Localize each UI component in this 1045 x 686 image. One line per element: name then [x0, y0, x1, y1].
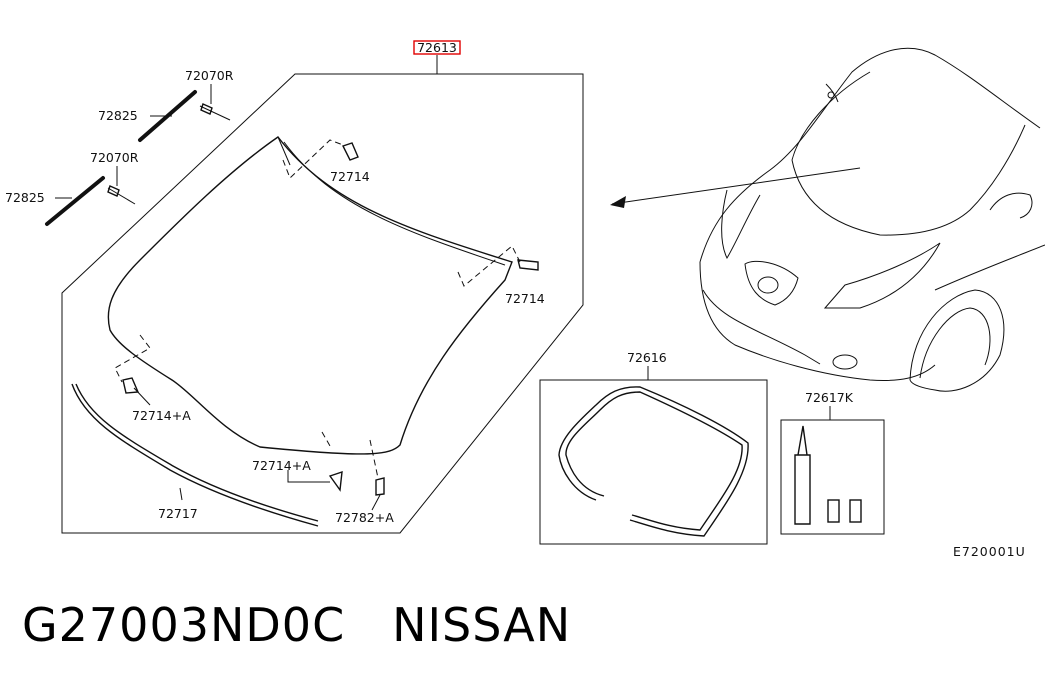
adhesive-kit-box: [780, 419, 885, 535]
stopper-72782-a[interactable]: 72782+A: [335, 439, 394, 525]
spacer-72714-top[interactable]: 72714: [282, 139, 370, 184]
callout-72613-box: [413, 40, 461, 55]
assembly-frame: [61, 73, 584, 534]
callout-72613[interactable]: 72613: [413, 40, 461, 74]
clip-72070r-upper[interactable]: 72070R: [185, 68, 234, 121]
footer-part-info: G27003ND0C NISSAN: [22, 598, 571, 652]
primer-bottle-1: [827, 499, 840, 523]
label-72714-right: 72714: [505, 291, 545, 306]
label-72782-a: 72782+A: [335, 510, 394, 525]
vehicle-front-illustration: [610, 47, 1045, 392]
figure-code: E720001U: [953, 544, 1026, 559]
adhesive-tube: [794, 454, 811, 525]
label-72825-middle: 72825: [5, 190, 45, 205]
spacer-72714-a-bottom[interactable]: 72714+A: [252, 431, 343, 492]
seal-kit-72616[interactable]: 72616: [539, 350, 768, 545]
part-number: G27003ND0C: [22, 598, 346, 652]
spacer-72714-a-left[interactable]: 72714+A: [114, 334, 191, 423]
brand-name: NISSAN: [392, 598, 572, 652]
windshield-glass[interactable]: [107, 136, 513, 455]
label-72714-a-left: 72714+A: [132, 408, 191, 423]
primer-bottle-2: [849, 499, 862, 523]
callout-72613-label: 72613: [417, 40, 457, 55]
label-72617k: 72617K: [805, 390, 854, 405]
adhesive-kit-72617k[interactable]: 72617K: [780, 390, 885, 535]
label-72714-top: 72714: [330, 169, 370, 184]
label-72070r-upper: 72070R: [185, 68, 234, 83]
label-72825-upper: 72825: [98, 108, 138, 123]
holder-72825-upper[interactable]: 72825: [98, 90, 197, 142]
seal-kit-box: [539, 379, 768, 545]
label-72616: 72616: [627, 350, 667, 365]
label-72070r-middle: 72070R: [90, 150, 139, 165]
moulding-72717[interactable]: 72717: [71, 383, 319, 527]
label-72717: 72717: [158, 506, 198, 521]
label-72714-a-bottom: 72714+A: [252, 458, 311, 473]
holder-72825-middle[interactable]: 72825: [5, 176, 105, 226]
clip-72070r-middle[interactable]: 72070R: [90, 150, 139, 205]
spacer-72714-right[interactable]: 72714: [457, 245, 545, 306]
arrow-head: [610, 196, 626, 208]
